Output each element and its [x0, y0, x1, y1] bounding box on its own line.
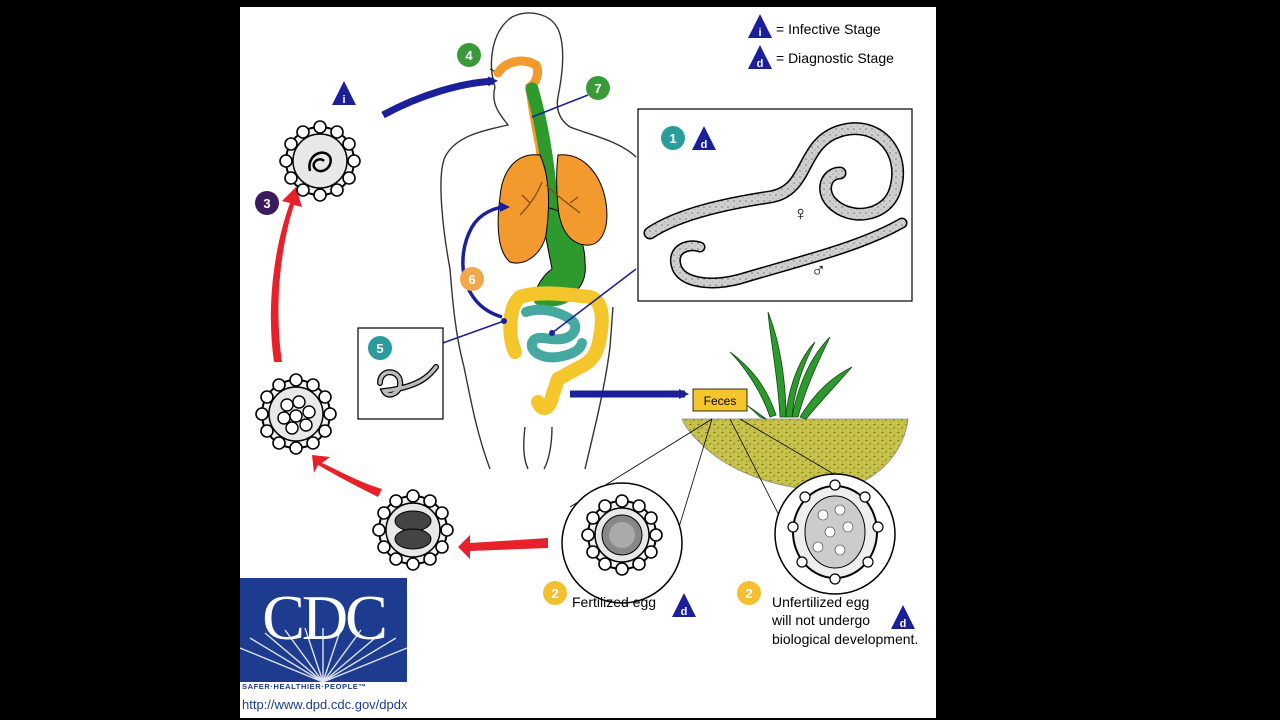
svg-text:4: 4: [465, 48, 473, 63]
step-badge-5: 5: [368, 336, 392, 360]
bronchi: [519, 181, 581, 216]
ingestion-arrow: [381, 76, 498, 119]
feces-box: [692, 388, 748, 412]
diagnostic-triangle-icon: d: [672, 593, 696, 618]
step-badge-3: 3: [255, 191, 279, 215]
legend-diagnostic-label: = Diagnostic Stage: [776, 50, 894, 66]
svg-text:d: d: [681, 606, 688, 618]
legend: i = Infective Stage d = Diagnostic Stage: [748, 14, 894, 70]
unfertilized-egg-caption-line3: biological development.: [772, 631, 918, 647]
larva-migration-arrow: [461, 202, 510, 319]
legend-infective-label: = Infective Stage: [776, 21, 881, 37]
male-symbol: ♂: [811, 260, 826, 282]
step-badge-7: 7: [586, 76, 610, 100]
unfertilized-egg-view: [774, 473, 896, 595]
cdc-logo-text: CDC: [262, 582, 388, 653]
left-lung: [497, 154, 549, 264]
unfertilized-egg-caption-line2: will not undergo: [771, 612, 870, 628]
svg-text:2: 2: [551, 586, 558, 601]
fertilized-egg-view: [561, 482, 683, 604]
small-intestine: [521, 304, 587, 363]
grass: [714, 311, 853, 420]
fertilized-egg-caption: Fertilized egg: [572, 594, 656, 610]
svg-text:7: 7: [594, 81, 601, 96]
svg-text:d: d: [900, 618, 907, 630]
step-badge-4: 4: [457, 43, 481, 67]
svg-text:5: 5: [376, 341, 383, 356]
step-badge-6: 6: [460, 267, 484, 291]
cdc-logo-background: [240, 578, 407, 682]
svg-text:d: d: [757, 58, 764, 70]
human-body-outline: [440, 12, 637, 470]
zoom-lines: [569, 418, 891, 538]
cdc-tagline: SAFER·HEALTHIER·PEOPLE™: [242, 682, 367, 691]
svg-text:2: 2: [745, 586, 752, 601]
svg-text:1: 1: [669, 131, 676, 146]
embryonated-egg-infective: [279, 120, 361, 202]
step-badge-2-fertilized: 2: [543, 581, 567, 605]
diagnostic-triangle-icon: d: [692, 126, 716, 151]
diagnostic-triangle-icon: d: [891, 605, 915, 630]
adult-worms-box: [637, 108, 913, 302]
leader-lines: [439, 94, 637, 345]
cdc-url-link[interactable]: http://www.dpd.cdc.gov/dpdx: [242, 697, 408, 712]
legend-infective-icon: i: [748, 14, 772, 39]
egg-two-cell-stage: [372, 489, 454, 571]
right-lung: [556, 154, 608, 246]
infective-triangle-icon: i: [332, 81, 356, 106]
environment-development-arrows: [270, 187, 548, 559]
large-intestine: [503, 286, 609, 415]
soil: [681, 418, 909, 490]
life-cycle-panel: Feces: [240, 7, 936, 718]
female-symbol: ♀: [793, 203, 808, 225]
feces-label: Feces: [704, 394, 737, 408]
svg-text:6: 6: [468, 272, 475, 287]
cdc-logo: CDC SAFER·HEALTHIER·PEOPLE™: [240, 578, 407, 696]
egg-multicell-stage: [255, 373, 337, 455]
step-badge-2-unfertilized: 2: [737, 581, 761, 605]
svg-text:i: i: [342, 94, 345, 106]
svg-text:d: d: [701, 139, 708, 151]
legend-diagnostic-icon: d: [748, 45, 772, 70]
svg-text:3: 3: [263, 196, 270, 211]
step-badge-1: 1: [661, 126, 685, 150]
ascaris-life-cycle-diagram: Feces: [255, 12, 918, 647]
svg-text:i: i: [758, 27, 761, 39]
unfertilized-egg-caption-line1: Unfertilized egg: [772, 594, 869, 610]
